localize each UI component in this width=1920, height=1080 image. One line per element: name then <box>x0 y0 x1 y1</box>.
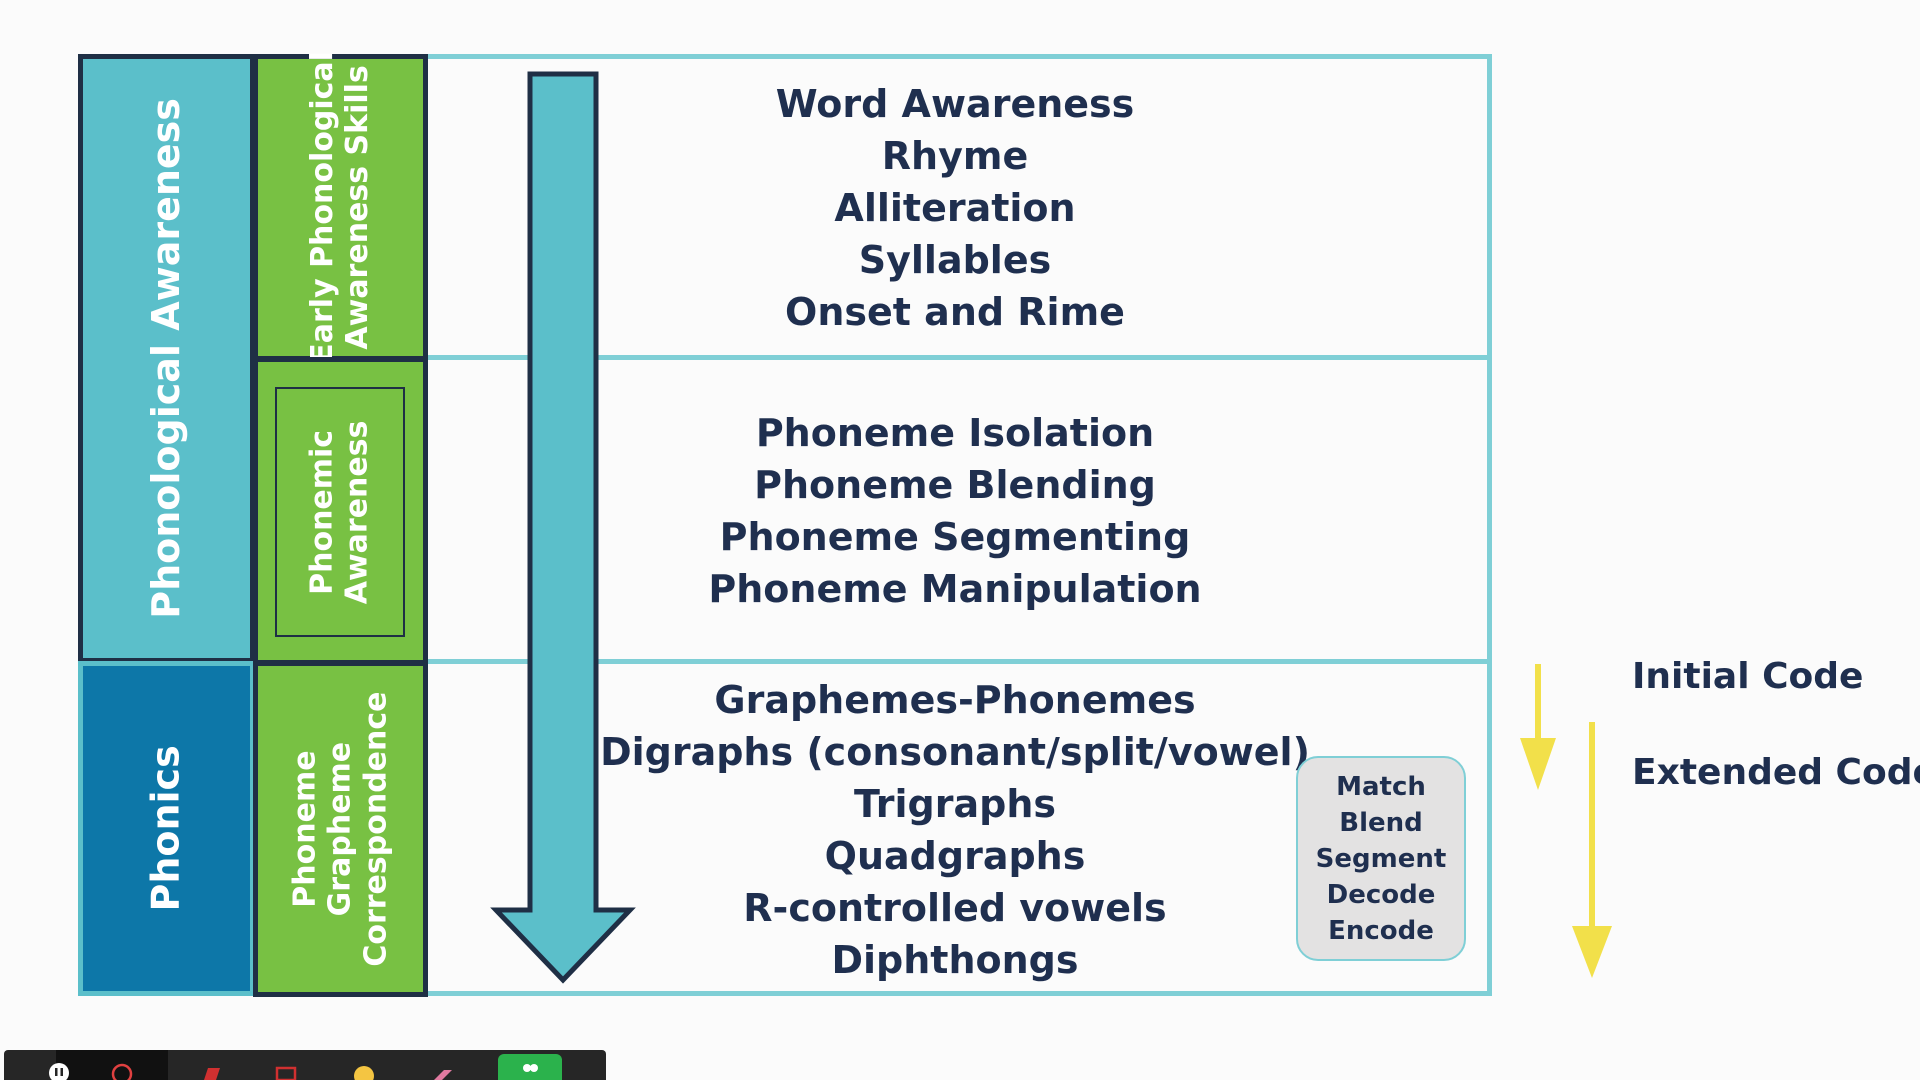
participants-button[interactable] <box>498 1054 562 1080</box>
list-item: Word Awareness <box>775 82 1135 126</box>
list-item: Phoneme Segmenting <box>719 515 1191 559</box>
participants-icon <box>523 1064 538 1072</box>
skill-item: Encode <box>1328 915 1434 946</box>
eraser-icon[interactable] <box>430 1062 456 1080</box>
list-item: Trigraphs <box>854 781 1056 826</box>
pause-icon[interactable] <box>48 1062 70 1080</box>
phonics-label: Phonics <box>144 745 189 912</box>
list-item: Phoneme Blending <box>754 463 1156 507</box>
initial-code-arrow-icon <box>1520 664 1556 790</box>
early-skills-list: Word Awareness Rhyme Alliteration Syllab… <box>640 78 1270 338</box>
pgc-label-line2: Grapheme <box>322 741 358 917</box>
phonemic-label-line1: Phonemic <box>304 429 340 595</box>
list-item: Quadgraphs <box>824 833 1086 878</box>
early-skills-label-line2: Awareness Skills <box>340 65 376 350</box>
progression-arrow-icon <box>490 71 636 984</box>
phonemic-awareness-list: Phoneme Isolation Phoneme Blending Phone… <box>640 406 1270 616</box>
early-phonological-skills-box: Early Phonological Awareness Skills <box>253 51 428 364</box>
section-divider <box>428 659 1492 664</box>
square-icon[interactable] <box>274 1062 298 1080</box>
meeting-toolbar <box>4 1050 606 1080</box>
skills-box: Match Blend Segment Decode Encode <box>1296 756 1466 961</box>
phonological-awareness-label: Phonological Awareness <box>144 98 189 619</box>
extended-code-arrow-icon <box>1572 722 1612 978</box>
skill-item: Segment <box>1315 843 1447 874</box>
list-item: Digraphs (consonant/split/vowel) <box>600 729 1310 774</box>
list-item: Onset and Rime <box>785 290 1125 334</box>
list-item: Phoneme Isolation <box>755 411 1155 455</box>
list-item: Alliteration <box>834 186 1076 230</box>
list-item: Graphemes-Phonemes <box>714 677 1196 722</box>
skill-item: Match <box>1336 771 1426 802</box>
extended-code-label: Extended Code <box>1632 752 1920 793</box>
early-skills-label-line1: Early Phonological <box>305 51 341 364</box>
emoji-icon[interactable] <box>352 1062 376 1080</box>
skill-item: Decode <box>1326 879 1436 910</box>
initial-code-label: Initial Code <box>1632 656 1864 697</box>
phonics-list: Graphemes-Phonemes Digraphs (consonant/s… <box>600 672 1310 987</box>
list-item: Diphthongs <box>831 937 1079 982</box>
phonics-column: Phonics <box>78 661 255 996</box>
phonemic-awareness-inner-frame: Phonemic Awareness <box>275 387 405 637</box>
pen-icon[interactable] <box>200 1062 224 1080</box>
record-icon[interactable] <box>110 1062 134 1080</box>
list-item: Phoneme Manipulation <box>708 567 1202 611</box>
list-item: Syllables <box>858 238 1052 282</box>
phoneme-grapheme-box: Phoneme Grapheme Correspondence <box>253 661 428 997</box>
list-item: R-controlled vowels <box>743 885 1167 930</box>
phonemic-label-line2: Awareness <box>340 420 375 604</box>
phonological-awareness-column: Phonological Awareness <box>78 54 255 663</box>
pgc-label-line3: Correspondence <box>358 691 394 967</box>
section-divider <box>428 355 1492 360</box>
list-item: Rhyme <box>881 134 1029 178</box>
skill-item: Blend <box>1339 807 1423 838</box>
pgc-label-line1: Phoneme <box>287 750 323 908</box>
